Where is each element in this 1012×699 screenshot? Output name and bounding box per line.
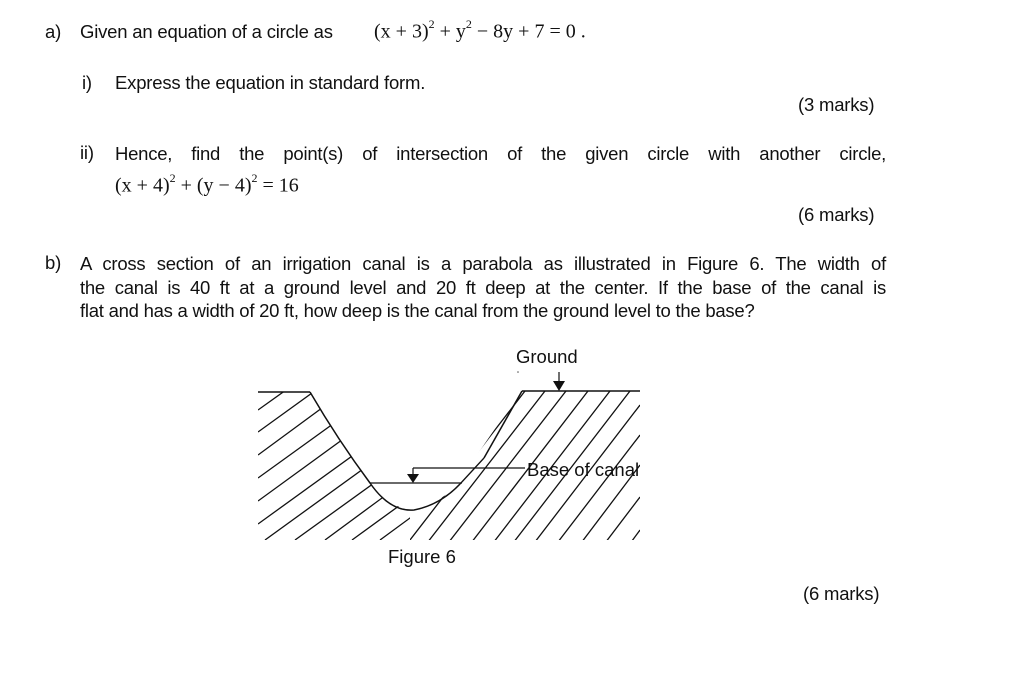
equation-term: + (y − 4) — [175, 174, 252, 197]
question-b-line: flat and has a width of 20 ft, how deep … — [80, 300, 755, 321]
equation-exponent: 2 — [428, 17, 435, 31]
right-bank-line — [459, 457, 485, 485]
equation-term: = 16 — [257, 174, 299, 197]
part-ii-text: Hence, find the point(s) of intersection… — [115, 143, 886, 164]
equation-term: + y — [434, 20, 466, 43]
part-ii-marks: (6 marks) — [798, 204, 875, 225]
right-earth-hatching — [410, 391, 640, 540]
base-of-canal-label: Base of canal — [527, 459, 640, 480]
equation-term: (x + 3) — [374, 20, 429, 43]
figure-caption: Figure 6 — [388, 546, 456, 567]
dot-mark — [517, 371, 519, 373]
part-ii-label: ii) — [80, 142, 94, 163]
ground-label: Ground — [516, 346, 578, 367]
parabola-curve — [309, 391, 461, 511]
question-b-text: A cross section of an irrigation canal i… — [80, 252, 886, 323]
circle-equation: (x + 3)2 + y2 − 8y + 7 = 0 . — [374, 17, 586, 44]
question-b-marks: (6 marks) — [803, 583, 880, 604]
base-arrow-icon — [407, 474, 419, 483]
question-a-label: a) — [45, 21, 62, 42]
equation-term: (x + 4) — [115, 174, 170, 197]
equation-term: − 8y + 7 = 0 . — [471, 20, 586, 43]
right-bank-line — [483, 390, 523, 459]
question-b-line: A cross section of an irrigation canal i… — [80, 253, 886, 274]
part-i-text: Express the equation in standard form. — [115, 72, 426, 93]
ground-arrow-icon — [553, 381, 565, 391]
left-earth-hatching — [258, 392, 410, 540]
equation-exponent: 2 — [465, 17, 472, 31]
second-circle-equation: (x + 4)2 + (y − 4)2 = 16 — [115, 171, 299, 198]
equation-exponent: 2 — [251, 171, 258, 185]
part-i-label: i) — [82, 72, 92, 93]
question-a-intro: Given an equation of a circle as — [80, 21, 333, 42]
equation-exponent: 2 — [169, 171, 176, 185]
question-b-line: the canal is 40 ft at a ground level and… — [80, 276, 886, 298]
part-i-marks: (3 marks) — [798, 94, 875, 115]
question-b-label: b) — [45, 252, 62, 273]
